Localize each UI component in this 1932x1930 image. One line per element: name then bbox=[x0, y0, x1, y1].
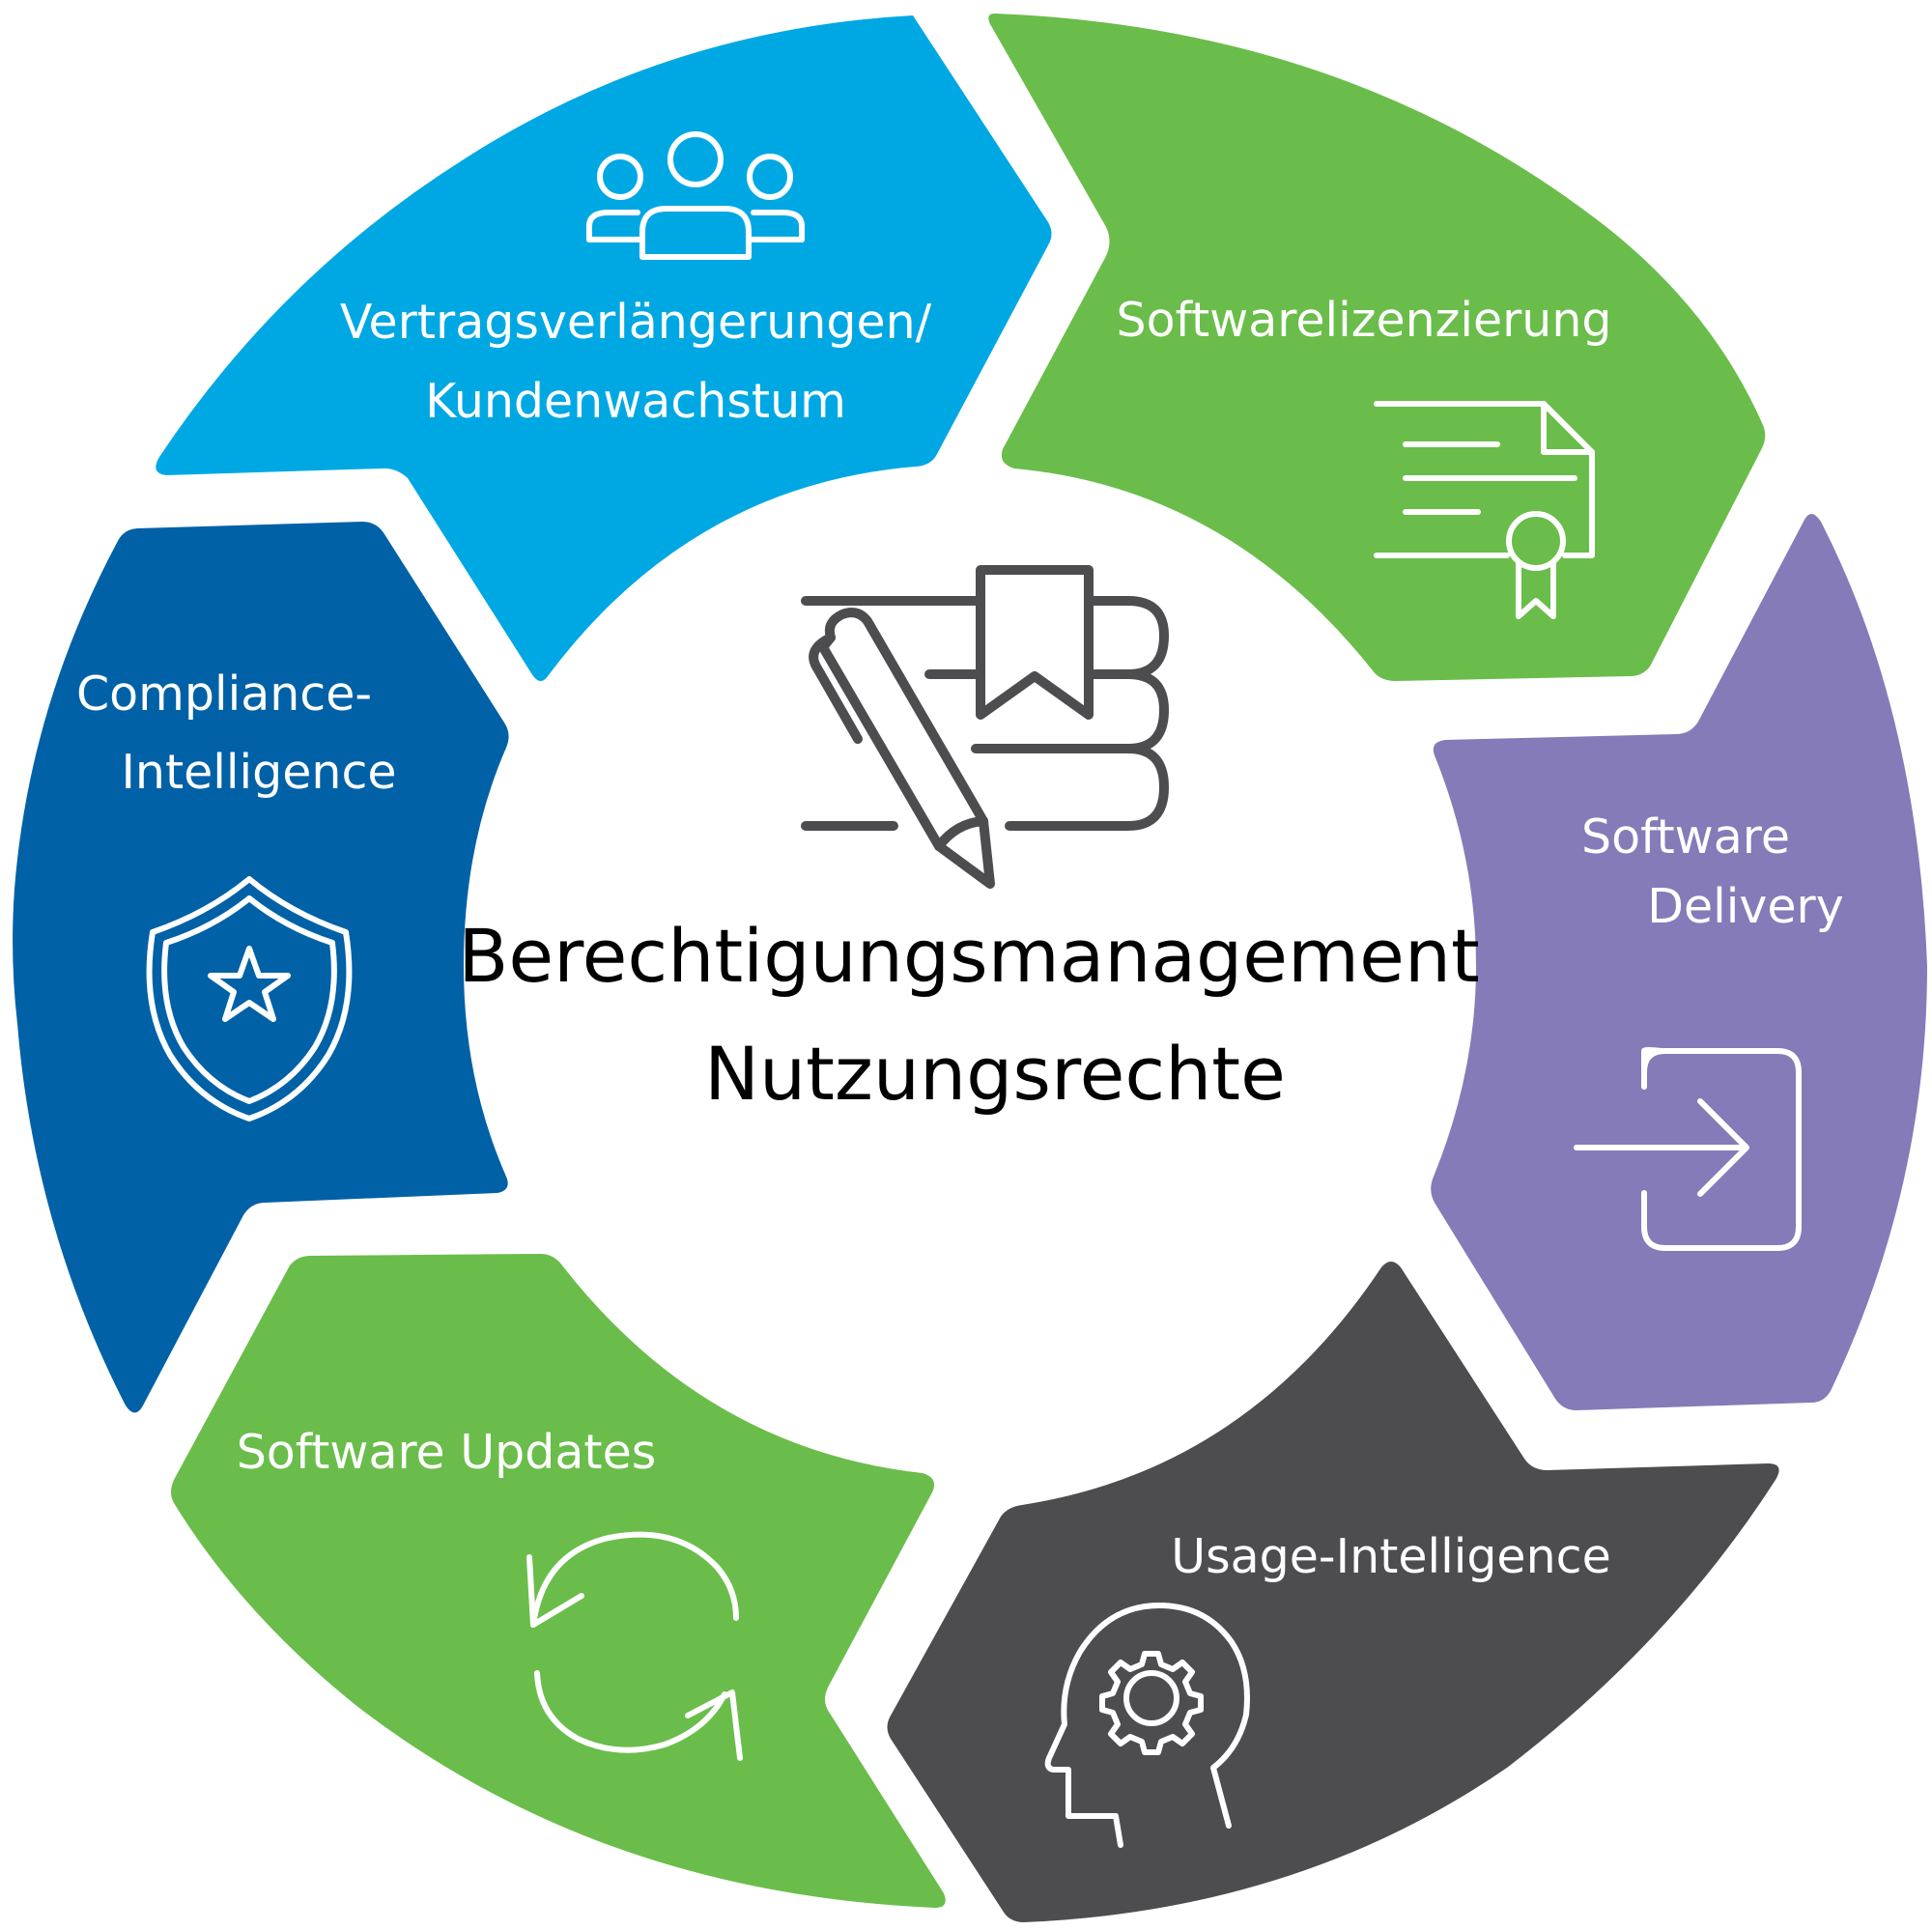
segment-label-compliance-line1: Compliance- bbox=[76, 667, 372, 722]
certificate-icon bbox=[1374, 401, 1595, 619]
segment-vertragsverlaengerungen: Vertragsverlängerungen/ Kundenwachstum bbox=[156, 15, 1052, 681]
segment-compliance-intelligence: Compliance- Intelligence bbox=[13, 522, 509, 1413]
segment-label-delivery-line2: Delivery bbox=[1647, 879, 1843, 934]
segment-label-usage: Usage-Intelligence bbox=[1171, 1529, 1610, 1584]
center-book-pen-icon bbox=[801, 565, 1169, 889]
sign-in-icon bbox=[1574, 1047, 1802, 1251]
segment-label-vertrag-line1: Vertragsverlängerungen/ bbox=[340, 295, 932, 350]
segment-usage-intelligence: Usage-Intelligence bbox=[887, 1262, 1779, 1922]
segment-shape-compliance bbox=[13, 522, 509, 1413]
center-title-line2: Nutzungsrechte bbox=[704, 1031, 1286, 1117]
segment-shape-updates bbox=[171, 1254, 946, 1908]
segment-software-delivery: Software Delivery bbox=[1431, 513, 1927, 1410]
segment-shape-delivery bbox=[1431, 513, 1927, 1410]
segment-label-updates: Software Updates bbox=[237, 1425, 657, 1480]
shield-star-icon bbox=[146, 876, 353, 1121]
segment-label-vertrag-line2: Kundenwachstum bbox=[425, 374, 846, 429]
users-group-icon bbox=[586, 131, 805, 260]
segment-label-lizenz: Softwarelizenzierung bbox=[1117, 293, 1612, 348]
segment-shape-vertrag bbox=[156, 15, 1052, 681]
segment-label-compliance-line2: Intelligence bbox=[121, 745, 396, 800]
segment-label-delivery-line1: Software bbox=[1581, 809, 1790, 865]
head-gear-icon bbox=[1044, 1603, 1250, 1848]
segment-shape-usage bbox=[887, 1262, 1779, 1922]
refresh-icon bbox=[526, 1531, 743, 1761]
center-title-line1: Berechtigungsmanagement bbox=[458, 913, 1480, 999]
segment-softwarelizenzierung: Softwarelizenzierung bbox=[988, 14, 1766, 681]
segment-shape-lizenz bbox=[988, 14, 1766, 681]
segment-software-updates: Software Updates bbox=[171, 1254, 946, 1908]
